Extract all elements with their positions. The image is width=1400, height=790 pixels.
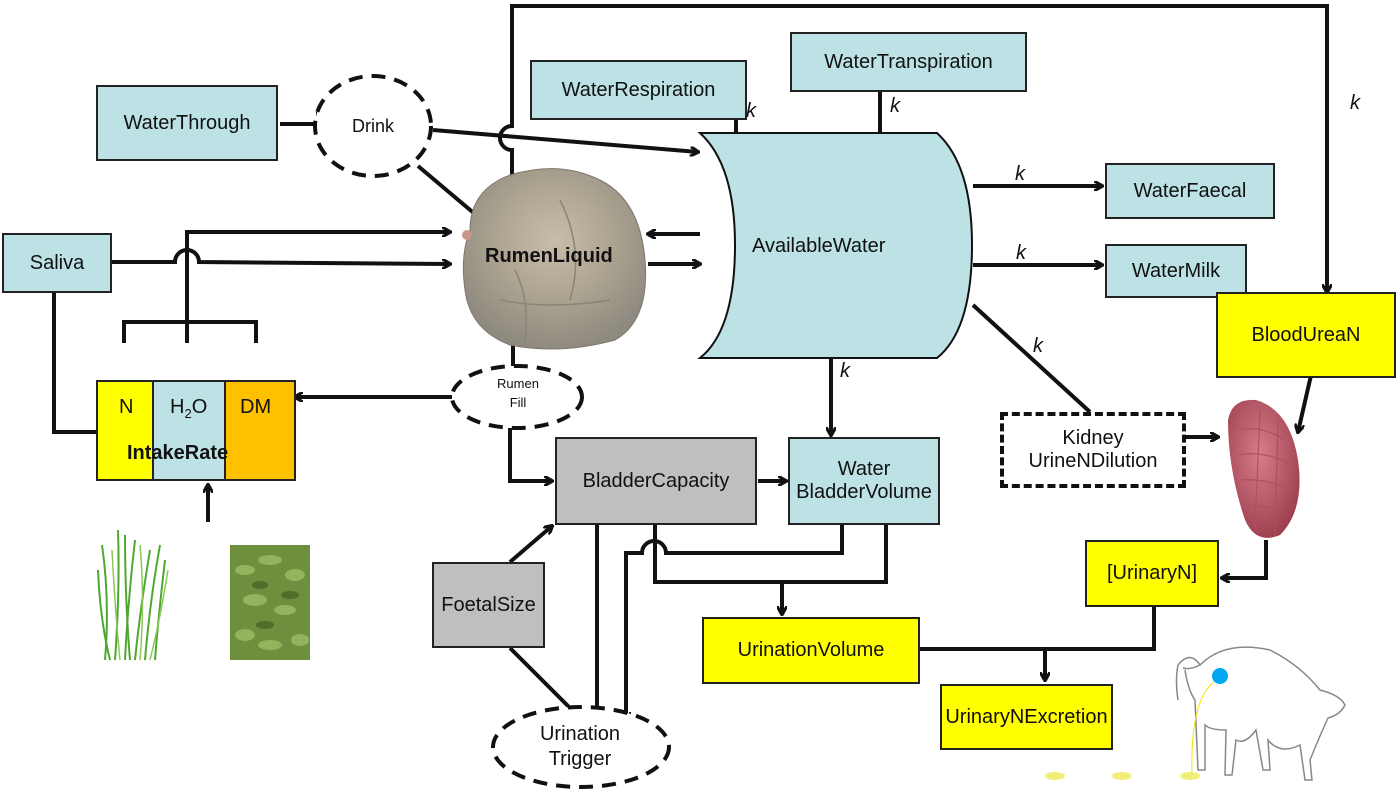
rumen-image	[462, 168, 647, 350]
connector-saliva-rumen	[110, 248, 450, 264]
cow-image	[1175, 646, 1346, 781]
node-urinary-n-excretion: UrinaryNExcretion	[940, 684, 1113, 750]
available-water-shape	[697, 132, 974, 359]
herb-image	[230, 545, 310, 660]
water-bladder-line1: Water	[837, 458, 891, 480]
rumen-fill-line1: Rumen	[497, 376, 539, 391]
node-urination-volume: UrinationVolume	[702, 617, 920, 684]
rate-label-milk: k	[1016, 242, 1026, 264]
rate-label-transpiration: k	[890, 95, 900, 117]
intake-n-segment	[98, 382, 154, 479]
urine-puddle	[1045, 772, 1065, 780]
node-bladder-capacity: BladderCapacity	[555, 437, 757, 525]
connector-saliva-intake	[52, 290, 98, 434]
urine-puddle	[1180, 772, 1200, 780]
drink-oval	[313, 74, 433, 178]
kidney-line2: UrineNDilution	[1028, 450, 1158, 472]
rumen-fill-oval	[450, 364, 584, 430]
rate-label-kidney: k	[1033, 335, 1043, 357]
node-drink-label: Drink	[351, 116, 394, 136]
urination-trigger-line1: Urination	[539, 723, 621, 745]
h2o-sub: 2	[184, 406, 192, 421]
node-urination-trigger: Urination Trigger	[515, 722, 645, 772]
grass-image	[97, 529, 169, 661]
water-bladder-line2: BladderVolume	[796, 481, 932, 503]
kidney-image	[1228, 399, 1300, 538]
intake-rate-title: IntakeRate	[127, 442, 229, 464]
node-rumen-fill: Rumen Fill	[480, 375, 556, 413]
connector-drink-availablewater	[432, 128, 698, 152]
rumen-fill-line2: Fill	[509, 394, 527, 410]
node-urinary-n: [UrinaryN]	[1085, 540, 1219, 607]
node-saliva: Saliva	[2, 233, 112, 293]
node-water-through: WaterThrough	[96, 85, 278, 161]
h2o-h: H	[170, 396, 185, 418]
intake-h2o-label: H2O	[170, 396, 207, 421]
urine-stream	[1191, 681, 1215, 776]
node-blood-urea-n: BloodUreaN	[1216, 292, 1396, 378]
h2o-o: O	[191, 396, 208, 418]
rate-label-respiration: k	[746, 100, 756, 122]
node-intake-rate	[96, 380, 296, 481]
connector-intake-rumen	[185, 232, 450, 343]
urination-trigger-oval	[491, 705, 671, 789]
intake-dm-segment	[226, 382, 294, 479]
intake-n-label: N	[119, 396, 134, 418]
urination-trigger-line2: Trigger	[548, 748, 612, 770]
node-water-faecal: WaterFaecal	[1105, 163, 1275, 219]
node-foetal-size: FoetalSize	[432, 562, 545, 648]
node-available-water: AvailableWater	[752, 235, 886, 257]
cow-bladder-marker	[1212, 668, 1228, 684]
connector-drink-rumen	[416, 164, 482, 220]
kidney-line1: Kidney	[1062, 427, 1124, 449]
node-rumen-liquid: RumenLiquid	[485, 245, 613, 267]
rate-label-faecal: k	[1015, 163, 1025, 185]
node-water-transpiration: WaterTranspiration	[790, 32, 1027, 92]
node-water-bladder-volume: Water BladderVolume	[788, 437, 940, 525]
rate-label-bladder: k	[840, 360, 850, 382]
intake-dm-label: DM	[240, 396, 272, 418]
node-water-milk: WaterMilk	[1105, 244, 1247, 298]
urine-puddle	[1112, 772, 1132, 780]
rate-label-bloodurea: k	[1350, 92, 1360, 114]
node-kidney-urine-n-dilution: Kidney UrineNDilution	[1000, 412, 1186, 488]
node-water-respiration: WaterRespiration	[530, 60, 747, 120]
intake-h2o-segment	[154, 382, 226, 479]
